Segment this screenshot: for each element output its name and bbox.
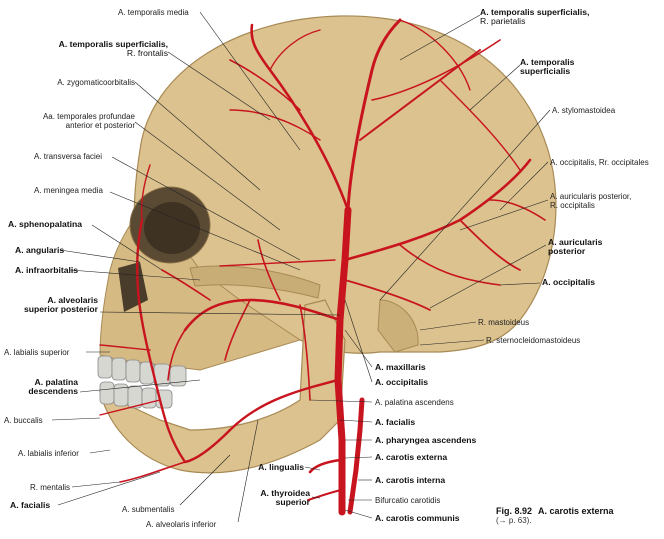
label-transversa-faciei: A. transversa faciei: [34, 152, 103, 161]
label-labialis-inferior: A. labialis inferior: [18, 449, 79, 458]
label-sphenopalatina: A. sphenopalatina: [8, 219, 83, 229]
figure-reference: (→ p. 63).: [496, 516, 532, 525]
carotis-communis-vessel: [334, 206, 352, 516]
label-alveolaris-superior-posterior: A. alveolaris superior posterior: [23, 295, 98, 314]
mastoid: [377, 299, 419, 353]
label-carotis-externa: A. carotis externa: [375, 452, 448, 462]
label-facialis-left: A. facialis: [10, 500, 51, 510]
mandible: [99, 299, 346, 474]
label-infraorbitalis: A. infraorbitalis: [15, 265, 79, 275]
figure-title: A. carotis externa: [538, 506, 614, 516]
label-facialis-center: A. facialis: [375, 417, 416, 427]
label-occipitalis-right: A. occipitalis: [542, 277, 596, 287]
label-temporalis-superficialis: A. temporalis superficialis: [520, 57, 575, 76]
label-angularis: A. angularis: [15, 245, 65, 255]
leader-lines: [51, 11, 551, 523]
carotis-interna-vessel: [347, 397, 365, 515]
arteries: [99, 18, 546, 516]
label-zygomaticoorbitalis: A. zygomaticoorbitalis: [57, 78, 135, 87]
label-alveolaris-inferior: A. alveolaris inferior: [146, 520, 217, 529]
label-maxillaris: A. maxillaris: [375, 362, 426, 372]
label-auricularis-posterior: A. auricularis posterior: [548, 237, 603, 256]
label-meningea-media: A. meningea media: [34, 186, 103, 195]
figure-caption: Fig. 8.92 A. carotis externa (→ p. 63).: [496, 506, 614, 525]
label-labialis-superior: A. labialis superior: [4, 348, 70, 357]
label-temporales-profundae: Aa. temporales profundae anterior et pos…: [42, 112, 135, 130]
label-buccalis: A. buccalis: [4, 416, 43, 425]
label-r-mastoideus: R. mastoideus: [478, 318, 530, 327]
label-palatina-descendens: A. palatina descendens: [28, 377, 78, 396]
label-occipitalis-rr-occipitales: A. occipitalis, Rr. occipitales: [550, 158, 649, 167]
label-thyroidea-superior: A. thyroidea superior: [260, 488, 310, 507]
label-palatina-ascendens: A. palatina ascendens: [375, 398, 454, 407]
label-auricularis-posterior-occipitalis: A. auricularis posterior, R. occipitalis: [550, 192, 632, 210]
label-r-sternocleidomastoideus: R. sternocleidomastoideus: [486, 336, 581, 345]
teeth: [97, 355, 187, 409]
label-temporalis-media: A. temporalis media: [118, 8, 189, 17]
label-occipitalis-center: A. occipitalis: [375, 377, 429, 387]
label-r-mentalis: R. mentalis: [30, 483, 71, 492]
label-temporalis-superficialis-parietalis: A. temporalis superficialis, R. parietal…: [480, 7, 590, 26]
label-carotis-communis: A. carotis communis: [375, 513, 460, 523]
zygomatic-arch: [189, 265, 321, 299]
figure-number: Fig. 8.92: [496, 506, 533, 516]
label-pharyngea-ascendens: A. pharyngea ascendens: [375, 435, 477, 445]
label-stylomastoidea: A. stylomastoidea: [552, 106, 616, 115]
label-carotis-interna: A. carotis interna: [375, 475, 446, 485]
label-lingualis: A. lingualis: [258, 462, 304, 472]
label-submentalis: A. submentalis: [122, 505, 175, 514]
label-bifurcatio-carotidis: Bifurcatio carotidis: [375, 496, 441, 505]
facialis-vessel: [136, 218, 340, 464]
label-temporalis-superficialis-frontalis: A. temporalis superficialis, R. frontali…: [58, 39, 168, 58]
